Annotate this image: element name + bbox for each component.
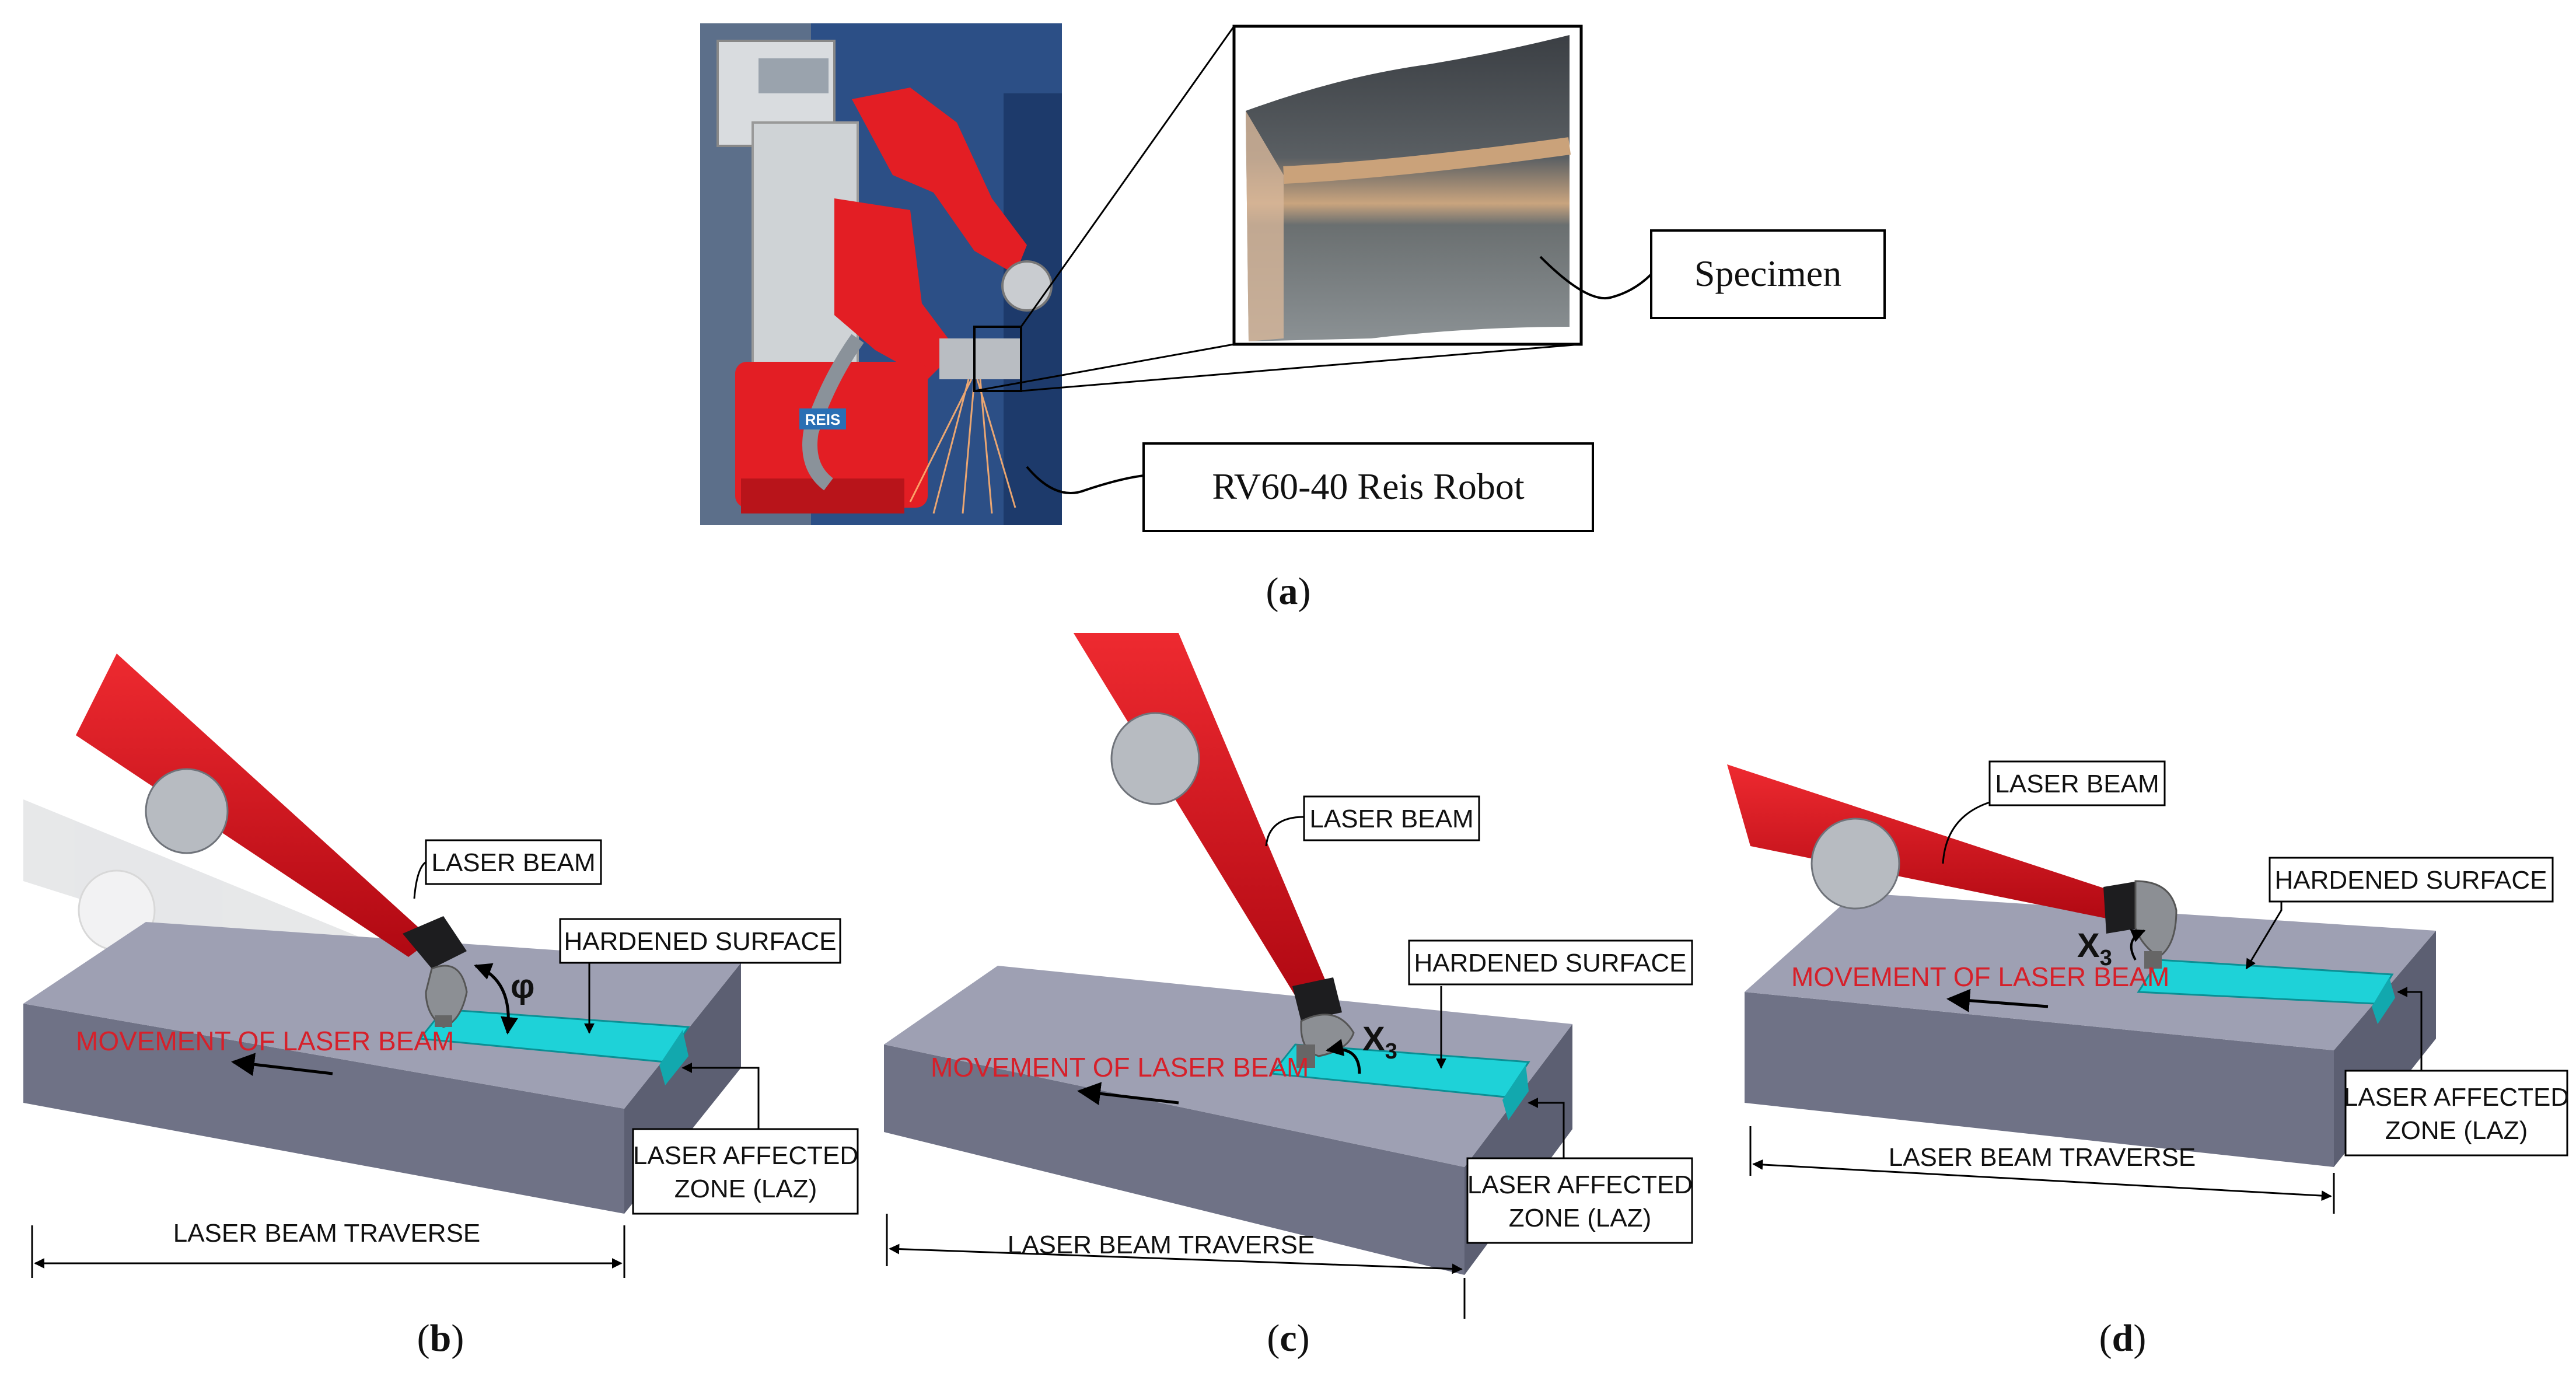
panel-d: X3 MOVEMENT OF LASER BEAM LASER BEAM HAR… xyxy=(1727,760,2569,1360)
specimen-label: Specimen xyxy=(1694,253,1841,294)
beam-joint-knob xyxy=(145,768,229,854)
angle-symbol-x3: X3 xyxy=(1362,1020,1397,1064)
robot-photo: REIS xyxy=(700,23,1062,525)
laser-nozzle xyxy=(403,916,468,1028)
laz-label-line1: LASER AFFECTED xyxy=(2344,1083,2569,1112)
svg-text:(b): (b) xyxy=(417,1317,464,1360)
caption-b: (b) xyxy=(417,1317,464,1360)
angle-arc xyxy=(474,963,518,1035)
hardened-surface-label-box xyxy=(1408,939,1693,986)
robot-label: RV60-40 Reis Robot xyxy=(1212,466,1525,507)
laser-beam-label-box xyxy=(1988,760,2166,806)
angle-arc xyxy=(1326,1039,1361,1074)
laz-label-box xyxy=(2344,1070,2568,1157)
caption-d: (d) xyxy=(2099,1317,2147,1360)
laser-beam-label: LASER BEAM xyxy=(1995,770,2159,798)
hardened-strip xyxy=(1270,1043,1530,1120)
beam-joint-knob xyxy=(1810,817,1900,910)
traverse-label: LASER BEAM TRAVERSE xyxy=(1008,1231,1315,1259)
robot-callout-line xyxy=(1026,466,1144,494)
svg-text:(d): (d) xyxy=(2099,1317,2147,1360)
laser-beam-label-box xyxy=(425,839,602,885)
block-top xyxy=(23,922,741,1109)
block-top xyxy=(884,966,1572,1167)
movement-label: MOVEMENT OF LASER BEAM xyxy=(76,1026,454,1056)
panel-b: φ MOVEMENT OF LASER BEAM LASER BEAM HARD… xyxy=(23,654,859,1360)
angle-arc xyxy=(2130,929,2146,960)
zoom-region-box xyxy=(973,326,1022,392)
laz-label-line2: ZONE (LAZ) xyxy=(2385,1116,2528,1145)
movement-label: MOVEMENT OF LASER BEAM xyxy=(1791,962,2169,992)
laz-label-line2: ZONE (LAZ) xyxy=(1509,1204,1651,1232)
movement-arrow xyxy=(1946,988,2049,1012)
traverse-label: LASER BEAM TRAVERSE xyxy=(1889,1143,2196,1172)
laz-label-box xyxy=(1466,1157,1693,1244)
specimen-callout-line xyxy=(1539,256,1652,300)
block-top xyxy=(1745,893,2436,1050)
specimen-closeup xyxy=(1232,25,1583,346)
laser-beam-cone xyxy=(1727,764,2124,922)
hardened-strip xyxy=(2137,959,2395,1024)
laz-label-line1: LASER AFFECTED xyxy=(633,1141,858,1170)
specimen-label-box xyxy=(1650,229,1886,319)
caption-a: (a) xyxy=(1266,570,1311,613)
laz-label-line2: ZONE (LAZ) xyxy=(674,1175,817,1203)
caption-c: (c) xyxy=(1267,1317,1309,1360)
laser-beam-label-box xyxy=(1303,795,1480,841)
traverse-dimension xyxy=(889,1243,1463,1274)
panel-a: REIS xyxy=(700,23,1886,613)
hardened-surface-label-box xyxy=(2269,857,2554,903)
laser-beam-cone xyxy=(76,654,432,957)
workpiece-block xyxy=(884,966,1572,1275)
laser-beam-label: LASER BEAM xyxy=(431,848,595,877)
reis-logo-badge xyxy=(799,408,846,429)
svg-text:(a): (a) xyxy=(1266,570,1311,613)
traverse-dimension xyxy=(1752,1159,2332,1201)
hardened-surface-label-box xyxy=(559,918,841,964)
hardened-surface-label: HARDENED SURFACE xyxy=(2275,866,2547,895)
laser-nozzle xyxy=(2103,880,2177,969)
traverse-label: LASER BEAM TRAVERSE xyxy=(173,1219,481,1248)
panel-c: X3 MOVEMENT OF LASER BEAM LASER BEAM HAR… xyxy=(884,633,1693,1360)
reis-logo-text: REIS xyxy=(805,411,841,428)
movement-arrow xyxy=(1077,1082,1179,1106)
robot-label-box xyxy=(1142,442,1594,532)
hardened-surface-label: HARDENED SURFACE xyxy=(564,927,837,956)
svg-text:(c): (c) xyxy=(1267,1317,1309,1360)
angle-symbol-phi: φ xyxy=(511,967,535,1005)
zoom-connectors xyxy=(974,26,1582,392)
laz-label-box xyxy=(632,1128,859,1215)
block-front xyxy=(884,1044,1464,1275)
laser-beam-label: LASER BEAM xyxy=(1309,805,1473,833)
angle-symbol-x3: X3 xyxy=(2077,927,2112,970)
laser-beam-cone xyxy=(1074,633,1330,1001)
laz-label-line1: LASER AFFECTED xyxy=(1467,1171,1693,1199)
block-front xyxy=(23,1004,624,1214)
hardened-surface-label: HARDENED SURFACE xyxy=(1414,949,1687,977)
movement-arrow xyxy=(231,1053,333,1077)
movement-label: MOVEMENT OF LASER BEAM xyxy=(931,1052,1309,1082)
beam-joint-knob xyxy=(1110,712,1200,805)
